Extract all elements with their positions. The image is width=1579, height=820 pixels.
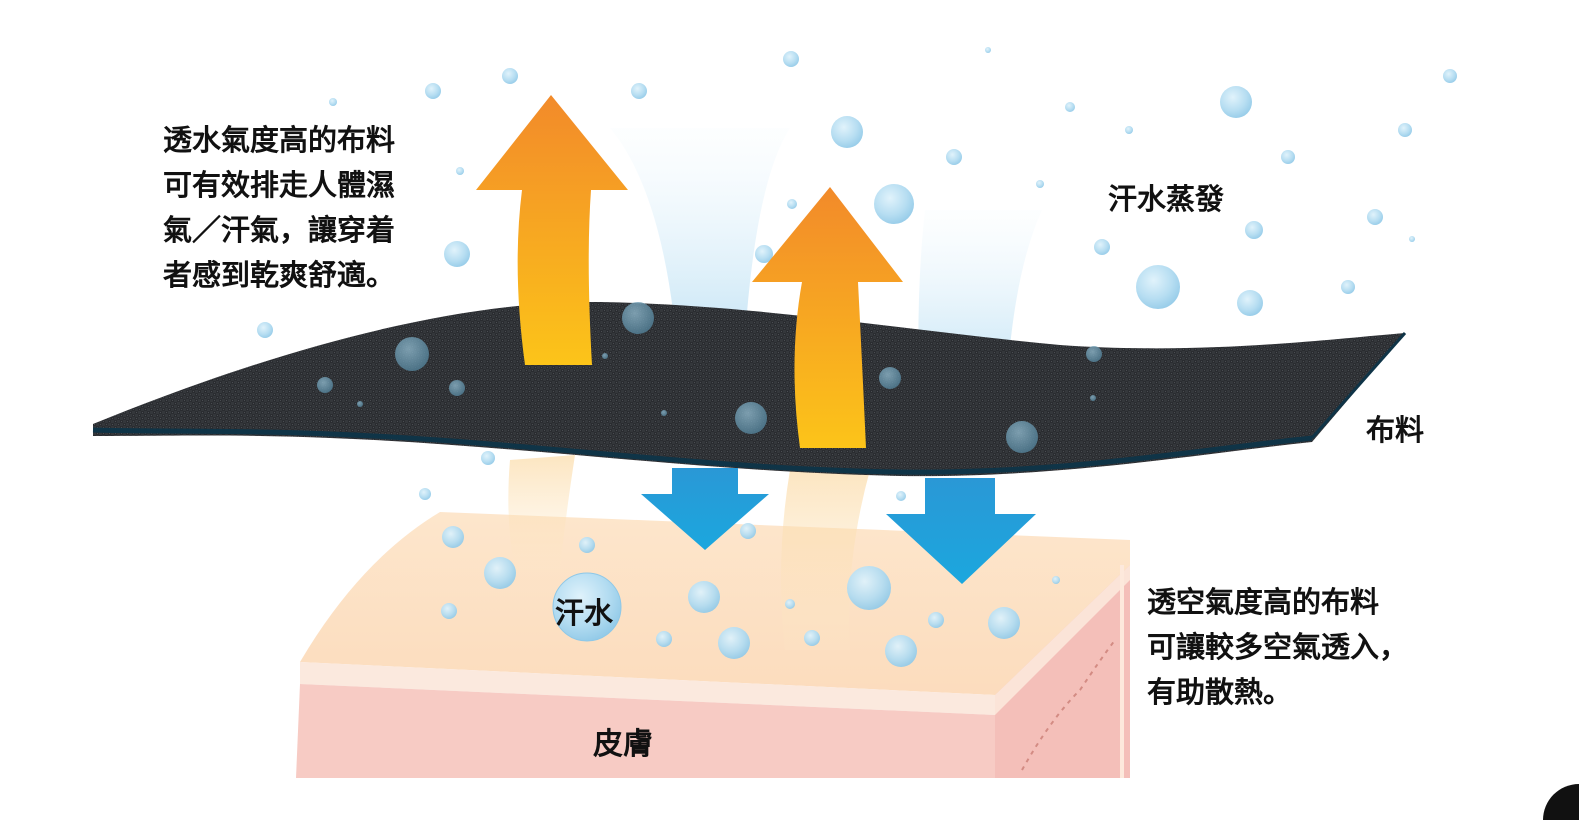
moisture-text-line: 可有效排走人體濕 [163, 168, 396, 202]
air-text-line: 透空氣度高的布料 [1147, 585, 1380, 619]
fabric-edge [92, 427, 1313, 475]
bubble-droplet-icon [946, 149, 962, 165]
fabric-label: 布料 [1366, 413, 1425, 447]
bubble-droplet-icon [579, 537, 595, 553]
bubble-droplet-icon [357, 401, 363, 407]
skin-front-face [296, 684, 995, 778]
bubble-droplet-icon [785, 599, 795, 609]
bubble-droplet-icon [1341, 280, 1355, 294]
bubble-droplet-icon [1443, 69, 1457, 83]
fabric-sheet [92, 301, 1407, 477]
sweat-droplet-icon [552, 572, 622, 642]
bubble-droplet-icon [1281, 150, 1295, 164]
bubble-droplet-icon [502, 68, 518, 84]
bubble-droplet-icon [484, 557, 516, 589]
bubble-droplet-icon [1125, 126, 1133, 134]
bubble-droplet-icon [622, 302, 654, 334]
bubble-droplet-icon [602, 353, 608, 359]
cool-arrow-left [641, 468, 769, 550]
moisture-text-line: 氣／汗氣，讓穿着 [163, 213, 396, 247]
bubble-droplet-icon [1245, 221, 1263, 239]
bubble-droplet-icon [1136, 265, 1180, 309]
air-text-line: 可讓較多空氣透入， [1147, 630, 1409, 664]
bubble-droplet-icon [317, 377, 333, 393]
sweat-label: 汗水 [555, 596, 614, 630]
bubble-droplet-icon [1065, 102, 1075, 112]
warm-arrow-right-icon [752, 187, 903, 448]
bubble-droplet-icon [1398, 123, 1412, 137]
warm-arrow-left [476, 95, 628, 365]
bubble-droplet-icon [656, 631, 672, 647]
warm-plumes-under-fabric [508, 455, 870, 650]
bubble-droplet-icon [874, 184, 914, 224]
bubble-droplet-icon [885, 635, 917, 667]
bubble-droplet-icon [1052, 576, 1060, 584]
cool-arrow-right [886, 478, 1036, 584]
bubble-droplet-icon [1094, 239, 1110, 255]
bubble-droplet-icon [631, 83, 647, 99]
bubble-droplet-icon [879, 367, 901, 389]
bubble-droplet-icon [1409, 236, 1415, 242]
bubble-droplet-icon [735, 402, 767, 434]
bubble-droplet-icon [896, 491, 906, 501]
bubble-droplet-icon [755, 245, 773, 263]
bubble-droplet-icon [661, 410, 667, 416]
bubble-droplet-icon [988, 607, 1020, 639]
warm-arrow-right [752, 187, 903, 448]
moisture-text-line: 透水氣度高的布料 [163, 123, 396, 157]
bubble-droplet-icon [444, 241, 470, 267]
cool-arrow-left-icon [641, 468, 769, 550]
warm-arrow-left-icon [476, 95, 628, 365]
corner-mark-icon [1543, 784, 1579, 820]
skin-label: 皮膚 [593, 727, 653, 762]
bubble-droplets [257, 47, 1457, 667]
bubble-droplet-icon [395, 337, 429, 371]
bubble-droplet-icon [329, 98, 337, 106]
bubble-droplet-icon [718, 627, 750, 659]
bubble-droplet-icon [425, 83, 441, 99]
bubble-droplet-icon [1086, 346, 1102, 362]
bubble-droplet-icon [1220, 86, 1252, 118]
bubble-droplet-icon [442, 526, 464, 548]
evaporation-label: 汗水蒸發 [1108, 182, 1225, 216]
bubble-droplet-icon [847, 566, 891, 610]
skin-right-band [1120, 565, 1124, 778]
bubble-droplet-icon [831, 116, 863, 148]
skin-side-band [995, 565, 1130, 715]
bubble-droplet-icon [787, 199, 797, 209]
bubble-droplet-icon [928, 612, 944, 628]
moisture-permeability-text: 透水氣度高的布料 可有效排走人體濕 氣／汗氣，讓穿着 者感到乾爽舒適。 [163, 118, 395, 298]
bubble-droplet-icon [740, 523, 756, 539]
bubble-droplet-icon [1006, 421, 1038, 453]
bubble-droplet-icon [481, 451, 495, 465]
air-text-line: 有助散熱。 [1147, 675, 1293, 709]
cool-arrow-right-icon [886, 478, 1036, 584]
bubble-droplet-icon [1036, 180, 1044, 188]
skin-block [296, 512, 1130, 778]
bubble-droplet-icon [688, 581, 720, 613]
bubble-droplet-icon [441, 603, 457, 619]
bubble-droplet-icon [985, 47, 991, 53]
bubble-droplet-icon [1237, 290, 1263, 316]
moisture-text-line: 者感到乾爽舒適。 [163, 258, 396, 292]
bubble-droplet-icon [419, 488, 431, 500]
bubble-droplet-icon [783, 51, 799, 67]
bubble-droplet-icon [456, 167, 464, 175]
skin-side-texture [1021, 639, 1116, 771]
skin-side-face [995, 565, 1130, 778]
bubble-droplet-icon [804, 630, 820, 646]
air-permeability-text: 透空氣度高的布料 可讓較多空氣透入， 有助散熱。 [1147, 580, 1408, 715]
skin-top-band [300, 662, 995, 715]
bubble-droplet-icon [1090, 395, 1096, 401]
bubble-droplet-icon [257, 322, 273, 338]
bubble-droplet-icon [449, 380, 465, 396]
bubble-droplet-icon [1367, 209, 1383, 225]
